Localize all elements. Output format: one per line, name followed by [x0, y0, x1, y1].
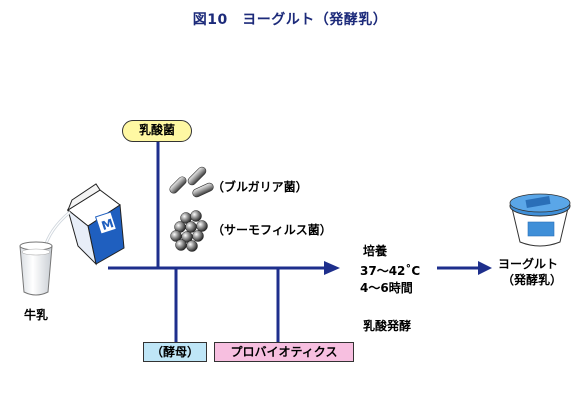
time-label: 4～6時間 [360, 281, 413, 295]
probiotics-box: プロバイオティクス [214, 342, 354, 362]
bulgaricus-bacteria-icon [169, 166, 214, 198]
main-arrow-head [324, 261, 340, 275]
diagram-title: 図10 ヨーグルト（発酵乳） [192, 12, 388, 28]
lactic-acid-bacteria-label: 乳酸菌 [122, 120, 192, 142]
culture-label: 培養 [363, 244, 388, 258]
result-arrow-head [478, 261, 492, 275]
bulgaricus-label: （ブルガリア菌） [212, 180, 308, 194]
fermentation-label: 乳酸発酵 [363, 319, 412, 333]
milk-label: 牛乳 [24, 308, 49, 322]
svg-text:M: M [100, 216, 116, 233]
temperature-label: 37～42˚C [360, 264, 421, 278]
thermophilus-label: （サーモフィルス菌） [212, 223, 332, 237]
thermophilus-bacteria-icon [170, 210, 208, 252]
fermented-milk-label: （発酵乳） [502, 273, 563, 287]
milk-carton-icon: M [66, 183, 125, 266]
yogurt-label: ヨーグルト [498, 257, 559, 271]
yeast-box: （酵母） [143, 342, 207, 362]
yogurt-cup-icon [509, 193, 571, 247]
milk-glass-icon [19, 241, 53, 296]
